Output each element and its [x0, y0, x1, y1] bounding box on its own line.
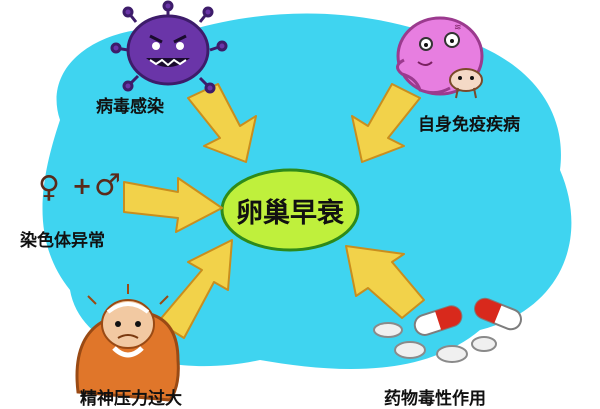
pills-icon	[373, 297, 522, 363]
cause-virus-label: 病毒感染	[96, 97, 164, 117]
cause-autoimmune-label: 自身免疫疾病	[418, 115, 520, 135]
cause-chromosome-label: 染色体异常	[20, 231, 105, 251]
arrow-stress	[157, 239, 233, 339]
svg-text:≋: ≋	[454, 23, 462, 33]
cause-stress-label: 精神压力过大	[80, 389, 182, 409]
virus-character-icon	[110, 0, 228, 94]
center-label: 卵巢早衰	[236, 197, 344, 229]
center-oval	[220, 168, 360, 252]
female-symbol-icon: ♀	[38, 170, 60, 205]
arrow-virus	[187, 83, 257, 163]
arrow-chromosome	[123, 177, 223, 233]
male-symbol-icon: ♂	[94, 168, 121, 203]
elderly-stressed-person-icon	[75, 284, 180, 402]
cause-drug-label: 药物毒性作用	[384, 389, 486, 409]
pink-germ-icon: ≋	[396, 16, 484, 99]
arrow-autoimmune	[351, 83, 421, 163]
plus-symbol: +	[72, 172, 93, 200]
arrow-drug	[345, 245, 425, 319]
